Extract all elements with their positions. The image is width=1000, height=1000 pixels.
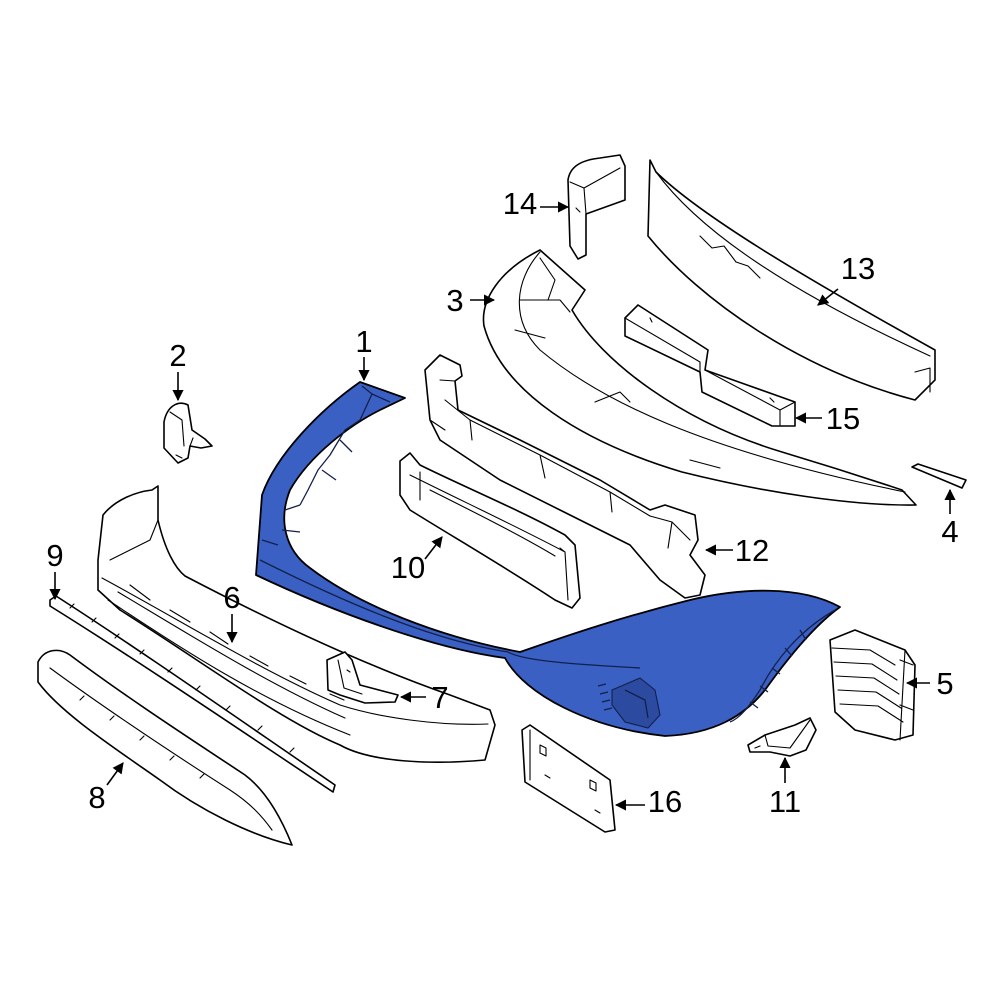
part-4-body — [911, 463, 967, 489]
callout-label-9[interactable]: 9 — [46, 538, 63, 573]
part-14-bracket — [567, 154, 626, 260]
part-13-edge — [655, 171, 931, 393]
callout-label-7[interactable]: 7 — [431, 680, 448, 715]
callout-label-4[interactable]: 4 — [941, 514, 958, 549]
part-1-fog-lamp-slots — [597, 683, 649, 719]
part-16-holes — [529, 729, 601, 814]
leader-arrow-8 — [106, 762, 124, 786]
callout-label-5[interactable]: 5 — [936, 666, 953, 701]
part-12-body — [424, 354, 706, 599]
leader-arrow-10 — [424, 536, 443, 560]
callout-label-2[interactable]: 2 — [169, 338, 186, 373]
part-2-edge — [169, 411, 194, 459]
part-5-body — [829, 629, 916, 741]
callout-16[interactable]: 16 — [614, 784, 682, 819]
part-5-slats — [831, 647, 914, 741]
callout-6[interactable]: 6 — [223, 580, 241, 644]
callout-label-11[interactable]: 11 — [769, 784, 801, 819]
part-1-grille-edge — [729, 609, 836, 723]
part-9-body — [49, 595, 336, 793]
part-1-bumper-cover — [255, 381, 841, 737]
part-2-bracket — [163, 402, 213, 464]
part-11-body — [747, 717, 817, 757]
callout-12[interactable]: 12 — [704, 533, 769, 568]
callout-1[interactable]: 1 — [355, 324, 373, 382]
callout-label-15[interactable]: 15 — [826, 401, 860, 436]
part-13-body — [647, 159, 936, 401]
callout-label-16[interactable]: 16 — [648, 784, 682, 819]
part-8-inner-edge — [49, 667, 273, 831]
callout-10[interactable]: 10 — [391, 536, 443, 585]
part-1-brackets — [261, 385, 391, 546]
callout-label-13[interactable]: 13 — [841, 251, 875, 286]
callout-14[interactable]: 14 — [503, 186, 570, 221]
part-7-bracket — [326, 651, 399, 704]
part-1-body — [255, 381, 841, 737]
part-7-body — [326, 651, 399, 704]
callout-13[interactable]: 13 — [817, 251, 875, 306]
part-3-upper-absorber — [482, 249, 917, 506]
callouts: 1 2 3 4 5 6 7 8 — [46, 186, 958, 819]
part-15-absorber-block — [624, 304, 796, 427]
part-11-bracket — [747, 717, 817, 757]
callout-label-3[interactable]: 3 — [446, 283, 463, 318]
callout-label-10[interactable]: 10 — [391, 550, 425, 585]
callout-8[interactable]: 8 — [88, 762, 124, 815]
part-10-reinforcement — [399, 452, 581, 609]
callout-5[interactable]: 5 — [905, 666, 954, 701]
part-9-trim-strip — [49, 595, 336, 793]
part-4-trim-strip — [911, 463, 967, 489]
part-12-absorber — [424, 354, 706, 599]
part-12-edge — [429, 379, 691, 549]
callout-15[interactable]: 15 — [794, 401, 860, 436]
callout-label-12[interactable]: 12 — [735, 533, 769, 568]
part-2-body — [163, 402, 213, 464]
callout-label-1[interactable]: 1 — [355, 324, 372, 359]
leader-arrow-13 — [817, 288, 839, 306]
callout-label-8[interactable]: 8 — [88, 780, 105, 815]
callout-3[interactable]: 3 — [446, 283, 496, 318]
callout-11[interactable]: 11 — [769, 756, 801, 819]
part-6-grille-lines — [101, 519, 489, 736]
part-8-grille-trim — [37, 649, 293, 846]
part-10-edge — [409, 471, 569, 601]
part-7-edge — [337, 659, 363, 695]
callout-2[interactable]: 2 — [169, 338, 187, 402]
callout-4[interactable]: 4 — [941, 488, 959, 549]
part-16-body — [521, 724, 616, 833]
callout-label-6[interactable]: 6 — [223, 580, 240, 615]
part-15-edge — [624, 317, 796, 427]
part-1-lower-edge — [259, 559, 641, 669]
part-16-license-bracket — [521, 724, 616, 833]
part-9-clips — [69, 603, 295, 753]
part-3-edge — [514, 251, 906, 493]
callout-label-14[interactable]: 14 — [503, 186, 537, 221]
callout-9[interactable]: 9 — [46, 538, 64, 601]
part-6-lower-valance — [97, 485, 496, 763]
part-3-body — [482, 249, 917, 506]
part-5-grille-insert — [829, 629, 916, 741]
callout-7[interactable]: 7 — [399, 680, 449, 715]
part-14-body — [567, 154, 626, 260]
part-13-reinforcement-bar — [647, 159, 936, 401]
part-14-edge — [569, 167, 621, 215]
part-11-edge — [754, 719, 811, 749]
